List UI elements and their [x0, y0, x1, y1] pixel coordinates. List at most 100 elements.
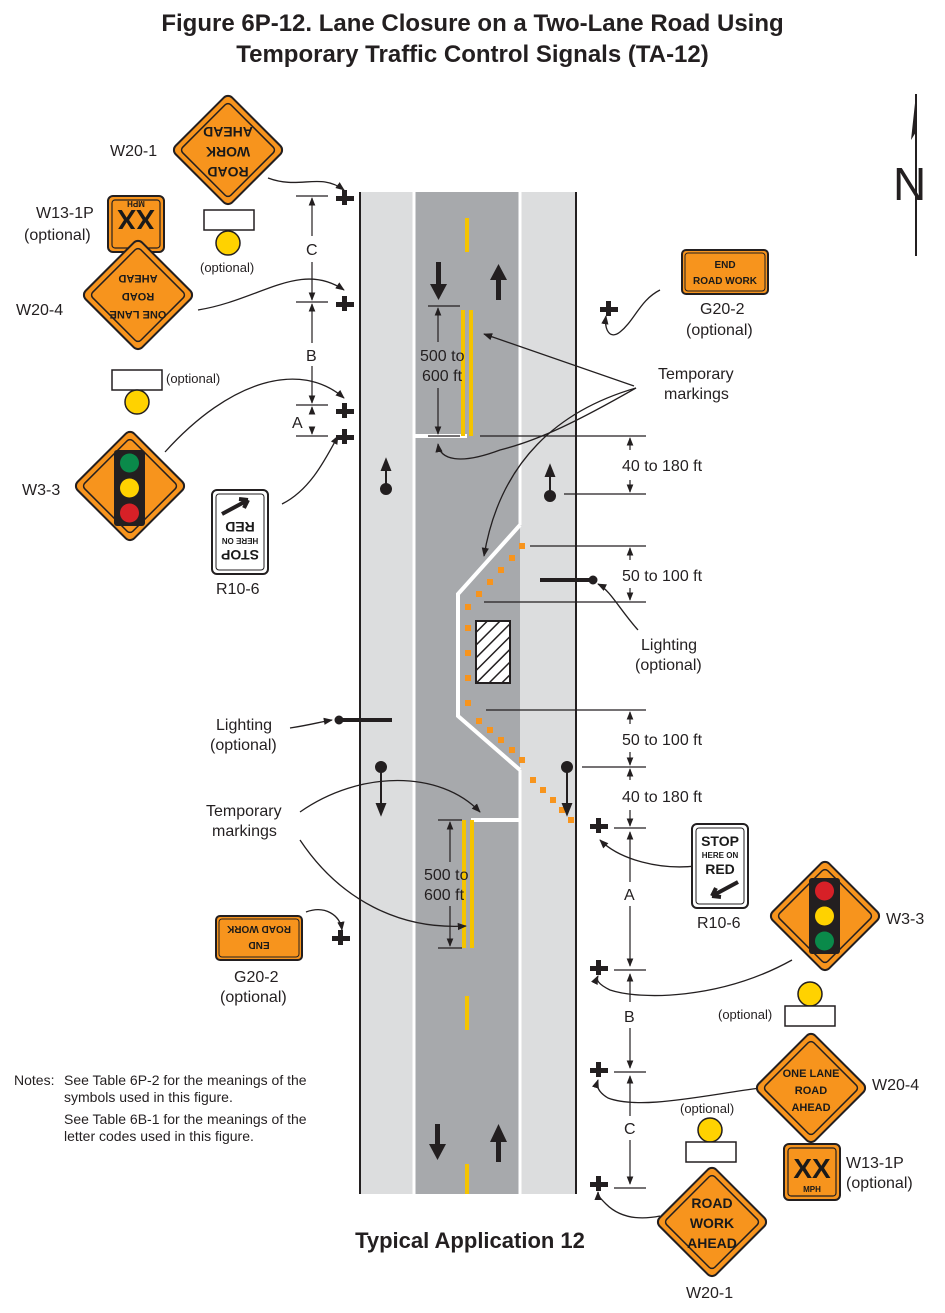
w20-1-line2-lower: WORK — [690, 1215, 734, 1231]
g20-2-sign-lower: END ROAD WORK — [215, 915, 303, 961]
w13-1p-optional-upper: (optional) — [24, 227, 91, 244]
r10-6-line1-lower: STOP — [701, 833, 739, 849]
w20-1-line1-lower: ROAD — [691, 1195, 732, 1211]
sign-post-icon — [590, 960, 608, 975]
dim-a-lower: A — [624, 887, 635, 904]
lighting-upper-line2: (optional) — [635, 657, 702, 674]
northbound-arrow-icon — [490, 1124, 507, 1162]
lighting-lower-line2: (optional) — [210, 737, 277, 754]
flasher-optional-upper-2: (optional) — [166, 371, 220, 386]
southbound-arrow-icon — [430, 262, 447, 300]
temporary-signals — [375, 457, 573, 817]
channelizer — [476, 718, 482, 724]
g20-2-line1-lower: END — [248, 939, 269, 950]
flasher-plaque — [685, 1141, 737, 1163]
sign-post-icon — [590, 1176, 608, 1191]
lighting-upper-line1: Lighting — [641, 637, 697, 654]
flasher-optional-lower: (optional) — [718, 1007, 772, 1022]
r10-6-line1-upper: STOP — [221, 547, 259, 563]
g20-2-line1-upper: END — [714, 260, 735, 271]
w13-1p-unit-lower: MPH — [803, 1185, 821, 1194]
dimension-lines-right — [480, 435, 646, 1189]
r10-6-line3-upper: RED — [225, 519, 255, 535]
flasher-plaque — [784, 1005, 836, 1027]
warning-light-icon — [697, 1117, 723, 1143]
diagonal-arrow-icon — [710, 880, 739, 899]
dimension-lines-upper-left — [296, 195, 328, 437]
channelizing-devices — [465, 543, 574, 823]
lighting-icon — [540, 575, 598, 585]
w20-4-line1-lower: ONE LANE — [783, 1068, 840, 1080]
channelizer — [498, 737, 504, 743]
g20-2-optional-lower: (optional) — [220, 989, 287, 1006]
dim-b-lower: B — [624, 1009, 635, 1026]
w20-1-line1: ROAD — [207, 164, 248, 180]
w3-3-code-upper: W3-3 — [22, 482, 60, 499]
lighting-lower-line1: Lighting — [216, 717, 272, 734]
notes-label: Notes: — [14, 1072, 55, 1088]
north-arrow-icon: N — [893, 94, 926, 256]
temp-markings-upper-line1: Temporary — [658, 366, 734, 383]
dim-50-100-upper: 50 to 100 ft — [622, 568, 703, 585]
north-letter: N — [893, 158, 926, 210]
channelizer — [509, 555, 515, 561]
warning-light-icon — [797, 981, 823, 1007]
temp-markings-lower-line1: Temporary — [206, 803, 282, 820]
sign-post-icon — [336, 429, 354, 444]
temp-markings-lower-line2: markings — [212, 823, 277, 840]
w20-4-code-upper: W20-4 — [16, 302, 63, 319]
channelizer — [465, 604, 471, 610]
signal-head-icon — [380, 457, 392, 495]
signal-head-icon — [561, 761, 573, 817]
sign-post-icon — [336, 190, 354, 205]
green-light-icon — [815, 931, 834, 951]
figure-notes: Notes:See Table 6P-2 for the meanings of… — [14, 1072, 354, 1150]
g20-2-code-upper: G20-2 — [700, 301, 745, 318]
dim-50-100-lower: 50 to 100 ft — [622, 732, 703, 749]
leader-lines — [164, 177, 793, 1219]
flasher-optional-lower-2: (optional) — [680, 1101, 734, 1116]
w13-1p-code-upper: W13-1P — [36, 205, 94, 222]
traffic-direction-arrows — [429, 262, 507, 1162]
right-shoulder — [520, 192, 576, 1194]
dim-a-upper: A — [292, 415, 303, 432]
diagonal-arrow-icon — [221, 497, 250, 516]
channelizer — [487, 727, 493, 733]
r10-6-sign-lower: STOP HERE ON RED — [691, 823, 749, 909]
dim-500-lower-line1: 500 to — [424, 867, 469, 884]
w13-1p-value-upper: XX — [117, 204, 155, 235]
green-light-icon — [120, 453, 139, 473]
channelizer — [519, 543, 525, 549]
w3-3-sign-lower — [769, 860, 881, 972]
w20-1-sign-upper: ROAD WORK AHEAD — [172, 94, 284, 206]
g20-2-line2-upper: ROAD WORK — [693, 276, 758, 287]
flasher-optional-upper: (optional) — [200, 260, 254, 275]
channelizer — [519, 757, 525, 763]
w13-1p-value-lower: XX — [793, 1153, 831, 1184]
yellow-light-icon — [120, 478, 139, 498]
channelizer — [465, 700, 471, 706]
temp-markings-upper-line2: markings — [664, 386, 729, 403]
w20-1-code-upper: W20-1 — [110, 143, 157, 160]
channelizer — [559, 807, 565, 813]
channelizer — [465, 625, 471, 631]
sign-post-icon — [590, 818, 608, 833]
channelizer — [465, 650, 471, 656]
work-area-white-taper — [456, 523, 522, 772]
g20-2-optional-upper: (optional) — [686, 322, 753, 339]
typical-application-label: Typical Application 12 — [355, 1228, 585, 1253]
sign-post-icon — [332, 930, 350, 945]
w20-1-code-lower: W20-1 — [686, 1285, 733, 1302]
dim-b-upper: B — [306, 348, 317, 365]
channelizer — [509, 747, 515, 753]
lighting-devices — [334, 575, 598, 725]
w20-1-line3: AHEAD — [203, 124, 253, 140]
r10-6-code-lower: R10-6 — [697, 915, 741, 932]
red-light-icon — [120, 503, 139, 523]
w20-4-line1: ONE LANE — [110, 308, 167, 320]
note-2: See Table 6B-1 for the meanings of the l… — [64, 1111, 307, 1144]
channelizer — [550, 797, 556, 803]
w13-1p-code-lower: W13-1P — [846, 1155, 904, 1172]
warning-light-icon — [215, 230, 241, 256]
